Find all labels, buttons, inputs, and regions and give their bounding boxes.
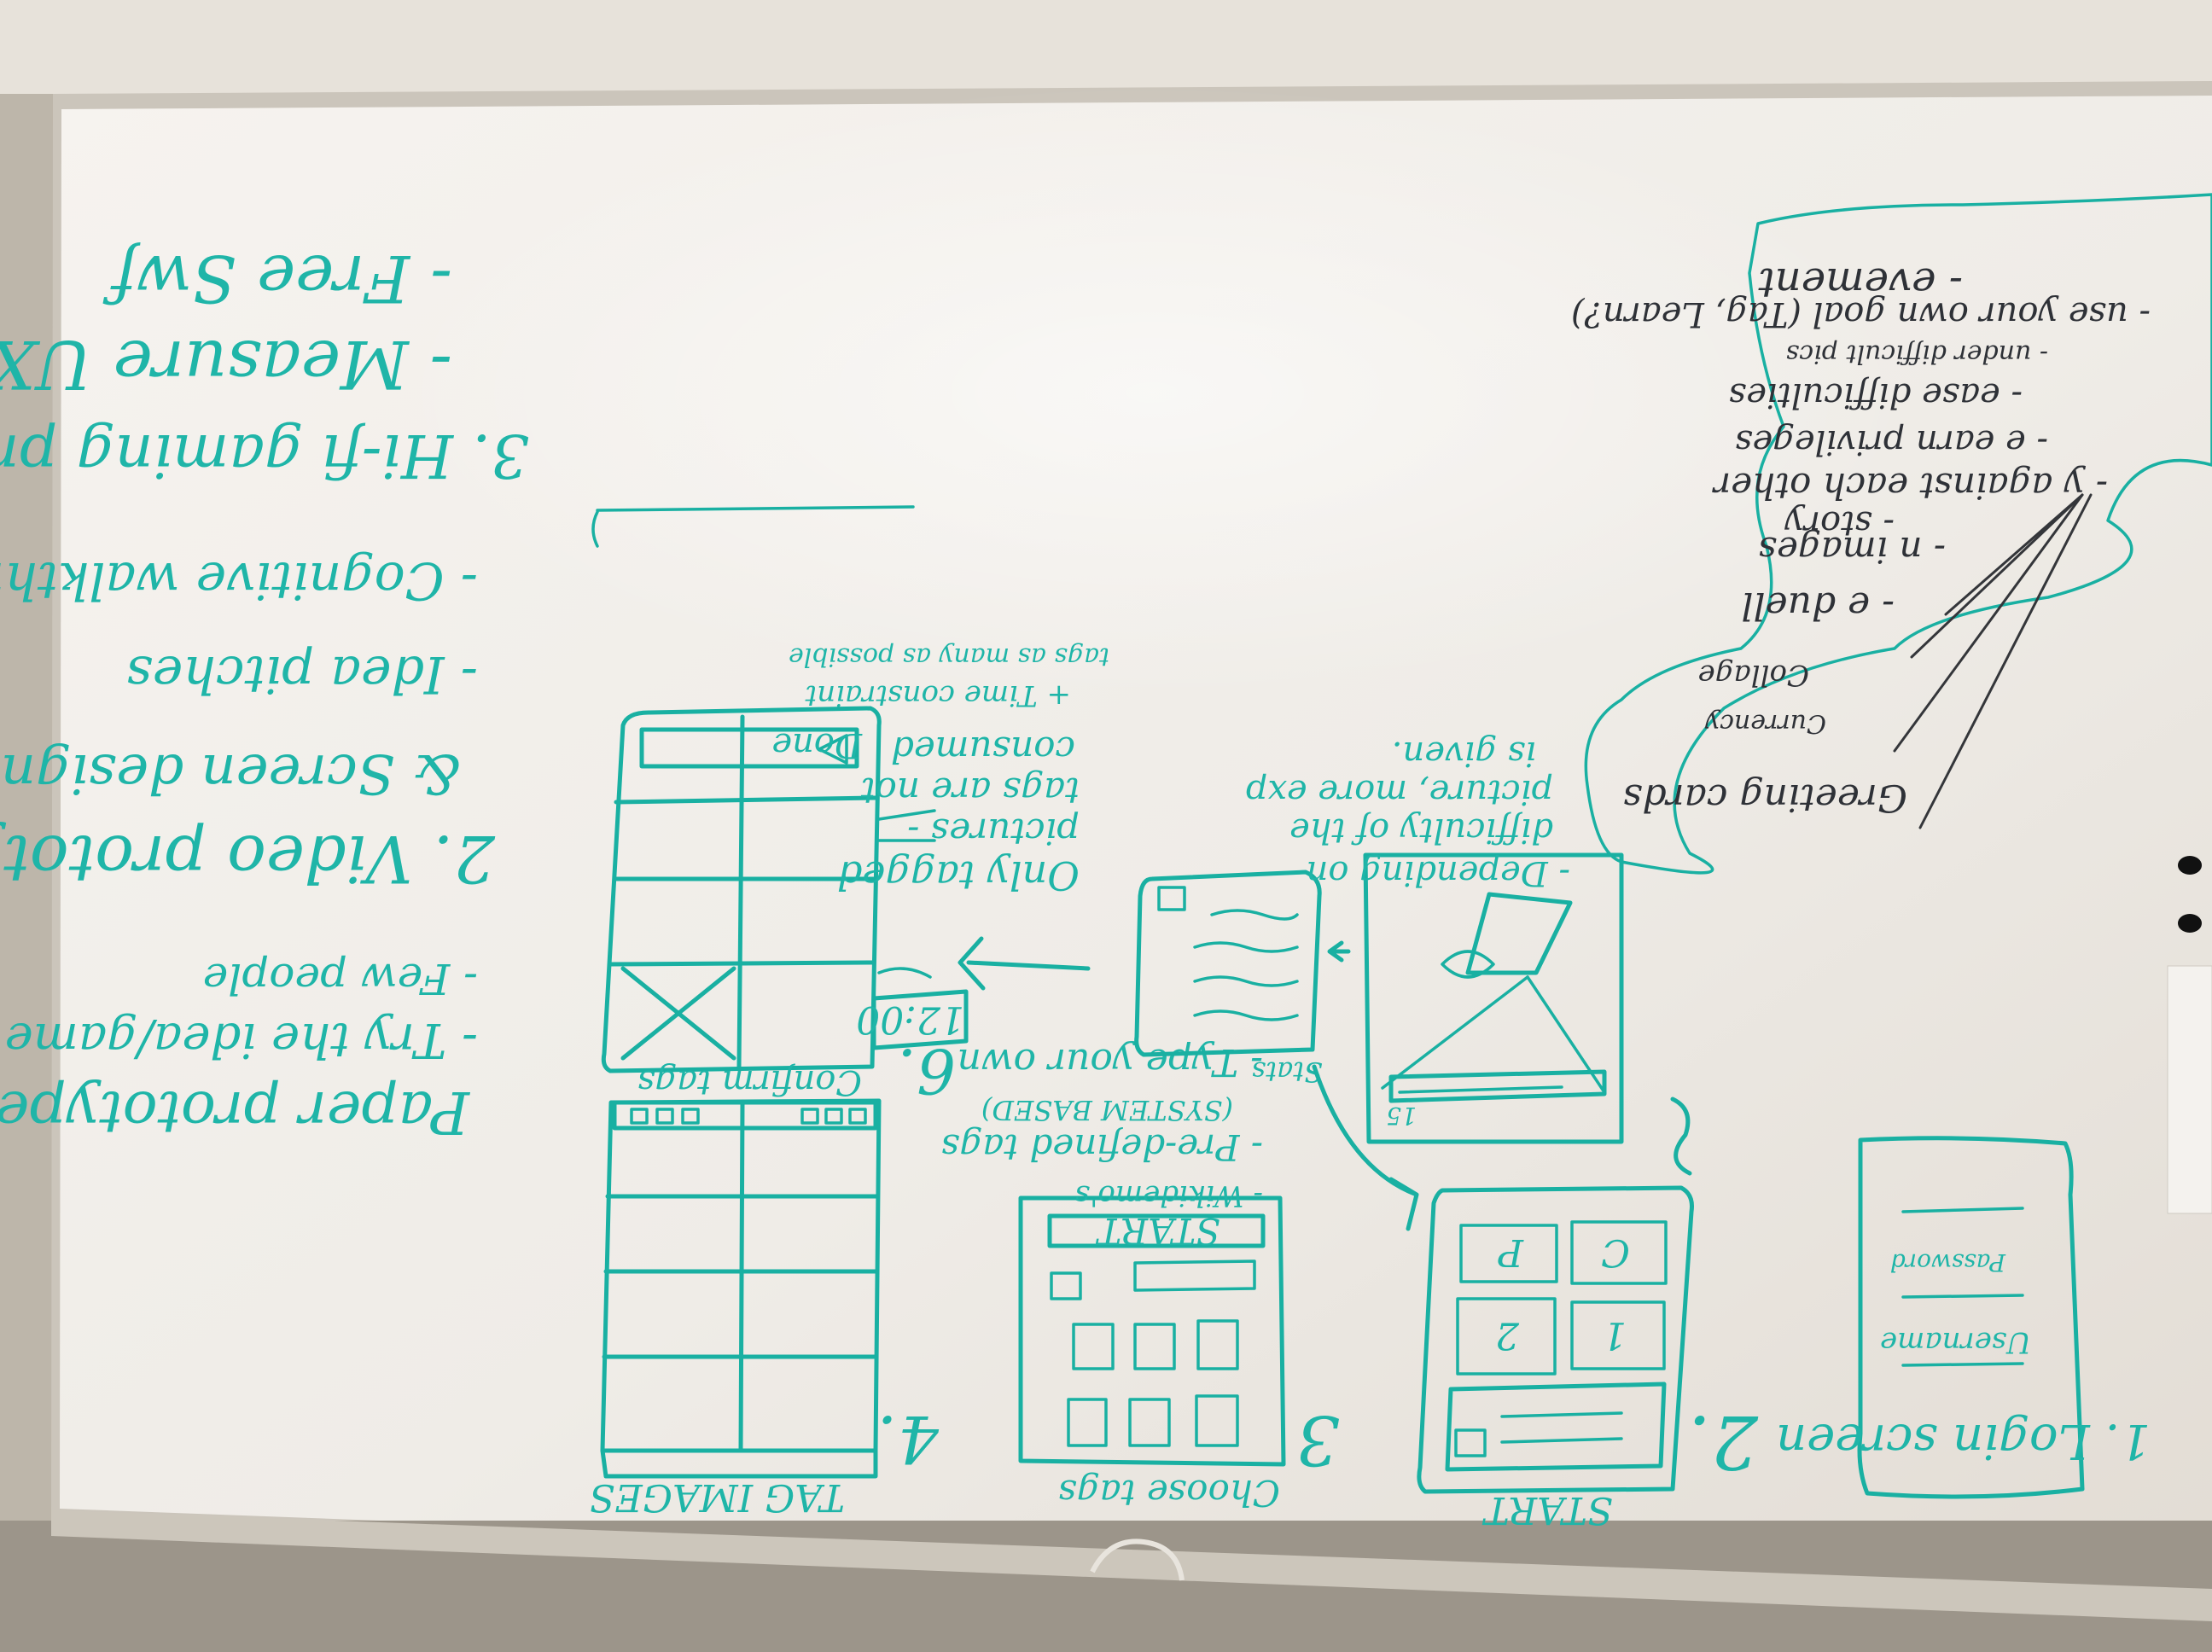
tray-hook [1090, 1539, 1185, 1581]
screen-6-sketch [601, 706, 882, 1073]
screen-2-tile-1: 1 [1603, 1313, 1627, 1357]
tray-edge [51, 1510, 2212, 1621]
idea-line-6: - story [1784, 503, 1895, 543]
screen-6-number: 6. [897, 1035, 956, 1107]
agenda-item1-a: - Try the idea/game [5, 1012, 478, 1067]
agenda-item2-b: - Cognitive walkthrough [0, 550, 478, 610]
depending-1: - Depending on [1307, 853, 1570, 893]
magnet [2178, 856, 2202, 875]
idea-line-7: - n images [1758, 529, 1946, 571]
idea-line-5: - y against each other [1711, 465, 2108, 507]
screen-4-sketch [600, 1098, 882, 1479]
magnet [2178, 914, 2202, 933]
screen-6-note-4: consumed [891, 729, 1075, 771]
idea-list: - evement - use your own goal (Tag, Lear… [1571, 259, 2151, 627]
screen-3-title: Choose tags [1058, 1472, 1280, 1514]
screen-5-sketch [1363, 852, 1692, 1176]
screen-3-sketch [1018, 1195, 1286, 1467]
screen-3-note-1: - Wikidemo's [1075, 1178, 1263, 1213]
wall-top [0, 0, 2212, 94]
pinned-paper [2167, 965, 2212, 1214]
screen-5-label: 15 [1386, 1102, 1417, 1130]
light-glare [384, 85, 1920, 700]
screen-4-title: TAG IMAGES [590, 1475, 845, 1519]
screen-3-number: 3 [1296, 1400, 1340, 1480]
screen-2-title: START [1481, 1488, 1613, 1532]
agenda-item2-sub: & Screen designs [0, 742, 461, 805]
screen-6-timer [871, 967, 969, 1050]
screen-6-timer-text: 12:00 [856, 998, 964, 1041]
arrow-5-to-6 [958, 936, 1091, 991]
screen-3-note-2: - Pre-defined tags [941, 1126, 1263, 1168]
screen-3-notes: - Wikidemo's - Pre-defined tags (SYSTEM … [941, 1040, 1263, 1213]
screen-2-tile-2: 2 [1495, 1313, 1520, 1357]
screen-1-sketch [1857, 1136, 2085, 1499]
depending-2: difficulty of the [1289, 811, 1553, 850]
agenda-item2-title: 2. Video prototype [0, 821, 496, 897]
screen-6-note-1: Only tagged [837, 852, 1080, 899]
idea-connectors [1893, 493, 2093, 829]
screen-6-confirm: Confirm tags [637, 1062, 862, 1102]
idea-bubble-collage: Collage [1698, 658, 1809, 692]
arrow-note-6 [877, 809, 936, 842]
screen-3-start-button: START [1095, 1210, 1220, 1252]
agenda-item1-b: - Few people [203, 954, 478, 1003]
agenda-item1-title: Paper prototype [0, 1078, 471, 1145]
note-6-underline [596, 505, 915, 512]
agenda-item2-a: - Idea pitches [126, 644, 478, 704]
screen-2-tile-p: P [1497, 1230, 1524, 1274]
idea-line-1: - use your own goal (Tag, Learn?) [1571, 294, 2151, 334]
screen-6-note-5: + Time constraint [805, 678, 1071, 713]
screen-1-password: Password [1890, 1248, 2006, 1277]
screen-6-note-6: tags as many as possible [789, 642, 1109, 672]
agenda-group: Paper prototype - Try the idea/game - Fe… [0, 241, 529, 1145]
idea-line-3: - ease difficulties [1729, 375, 2023, 415]
idea-bubble-currency: Currency [1704, 708, 1826, 738]
depending-notes: - Depending on difficulty of the picture… [1246, 734, 1570, 893]
screen-1-username: Username [1880, 1325, 2031, 1359]
screen-2-sketch [1417, 1185, 1694, 1494]
screen-6-notes: Only tagged pictures - tags are not cons… [789, 642, 1109, 899]
agenda-item3-b: - Free Swf [102, 241, 452, 317]
stats-card [1134, 870, 1351, 1057]
idea-line-2: - under difficult pics [1786, 339, 2048, 369]
screen-1-title: 1. Login screen [1776, 1413, 2151, 1469]
screen-3-note-3: (SYSTEM BASED) [981, 1094, 1233, 1126]
idea-line-8: - e duell [1741, 584, 1895, 627]
agenda-item3-title: 3. Hi-fi gaming prototype [0, 421, 529, 491]
agenda-item3-a: - Measure UX [0, 325, 452, 402]
screen-6-note-2: pictures - [907, 811, 1080, 852]
screen-2-number: 2. [1688, 1399, 1759, 1484]
screen-2-tile-c: C [1601, 1230, 1630, 1274]
arrow-5-to-2 [1312, 1064, 1419, 1231]
stats-card-label: Stats [1252, 1056, 1323, 1088]
depending-3: picture, more exp [1246, 772, 1553, 811]
screen-6-note-3: tags are not [861, 770, 1080, 811]
idea-bubble-greeting: Greeting cards [1623, 776, 1907, 819]
note-6-bracket [591, 510, 599, 548]
screen-4-number: 4. [876, 1401, 940, 1477]
screen-3-note-4: - Type your own [958, 1040, 1263, 1084]
idea-line-4: - e earn privileges [1735, 422, 2048, 462]
idea-line-0: - evement [1758, 259, 1963, 306]
depending-4: is given. [1392, 734, 1536, 773]
screen-6-toolbar-text: Done [771, 725, 863, 765]
